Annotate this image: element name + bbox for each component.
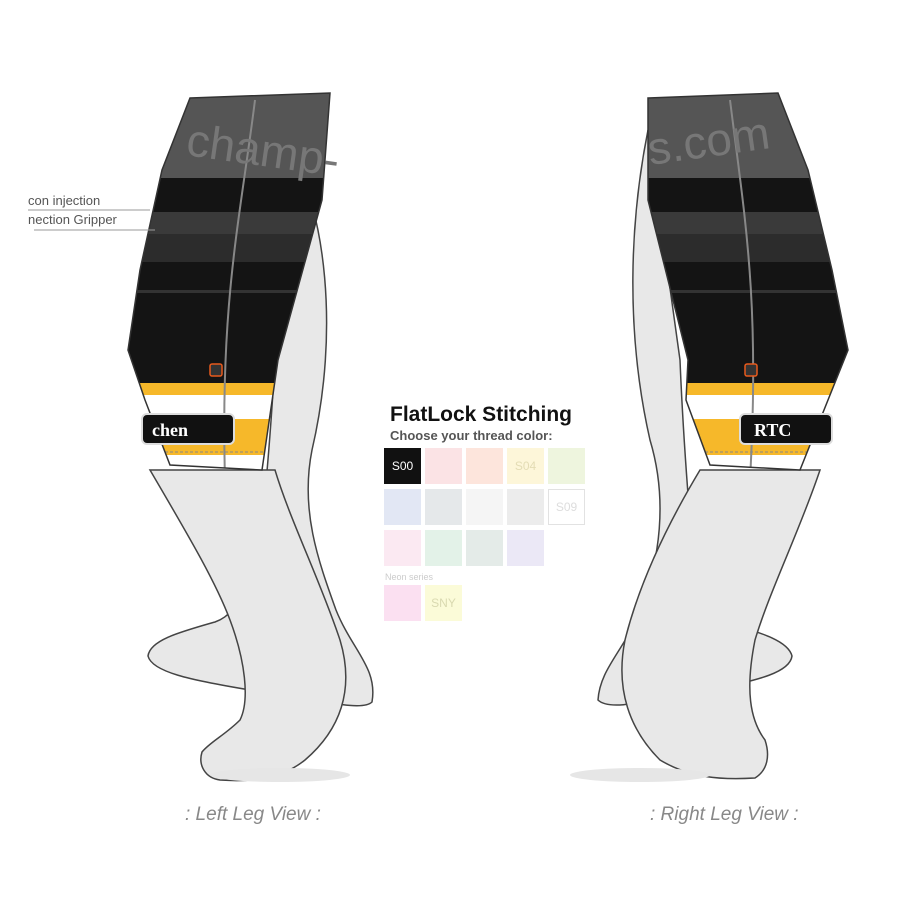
thread-swatch[interactable] xyxy=(425,530,462,566)
right-leg-view-label: : Right Leg View : xyxy=(650,804,799,825)
thread-swatch[interactable] xyxy=(507,489,544,525)
thread-swatch[interactable] xyxy=(548,448,585,484)
neon-series-label: Neon series xyxy=(385,572,434,582)
right-front-leg xyxy=(621,469,822,780)
thread-swatch[interactable] xyxy=(466,489,503,525)
thread-swatch[interactable]: S00 xyxy=(384,448,421,484)
thread-swatch[interactable] xyxy=(384,585,421,621)
thread-swatch[interactable] xyxy=(384,489,421,525)
thread-swatch[interactable] xyxy=(425,448,462,484)
thread-swatch[interactable] xyxy=(384,530,421,566)
thread-swatch[interactable] xyxy=(425,489,462,525)
right-patch-text: RTC xyxy=(754,420,791,440)
left-leg-view-label: : Left Leg View : xyxy=(185,804,321,825)
thread-swatch[interactable]: S09 xyxy=(548,489,585,525)
callout-injection-gripper: nection Gripper xyxy=(28,212,117,227)
left-patch-text: chen xyxy=(152,420,188,440)
stitching-subtitle: Choose your thread color: xyxy=(390,428,553,443)
callout-silicon-injection: con injection xyxy=(28,193,101,208)
thread-swatch[interactable] xyxy=(507,530,544,566)
stitching-title: FlatLock Stitching xyxy=(390,403,573,426)
left-leg: champ- chen xyxy=(127,92,374,782)
left-front-leg xyxy=(148,469,347,782)
left-floor-shadow xyxy=(210,768,350,782)
thread-swatch[interactable]: SNY xyxy=(425,585,462,621)
right-leg: s.com RTC xyxy=(570,92,849,782)
thread-swatch[interactable] xyxy=(466,530,503,566)
left-logo-icon xyxy=(209,363,223,377)
left-patch xyxy=(141,413,235,445)
right-floor-shadow xyxy=(570,768,710,782)
right-patch xyxy=(739,413,833,445)
thread-swatch[interactable] xyxy=(466,448,503,484)
thread-swatch[interactable]: S04 xyxy=(507,448,544,484)
right-logo-icon xyxy=(744,363,758,377)
